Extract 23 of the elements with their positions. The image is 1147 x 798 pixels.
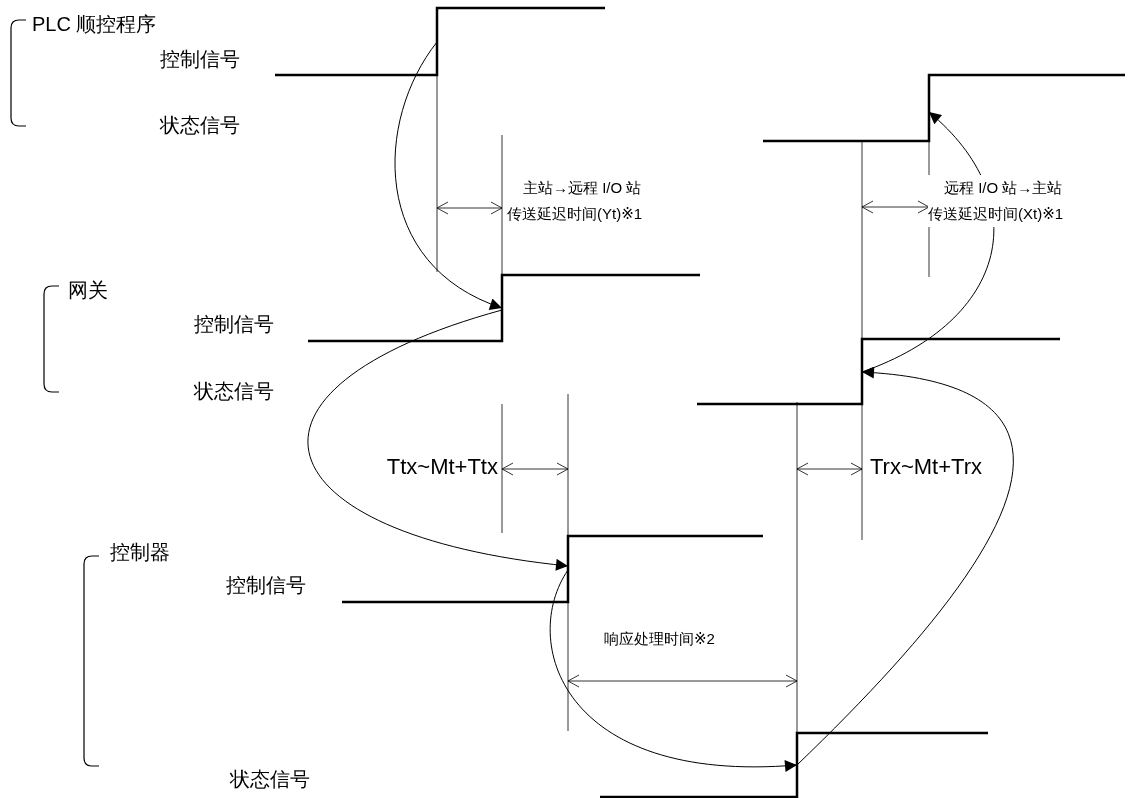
signal-label: 控制信号: [160, 47, 240, 71]
time-annotation: 响应处理时间※2: [604, 629, 716, 649]
signal-waveform: [600, 731, 988, 798]
signal-waveform: [275, 6, 605, 77]
signal-label: 控制信号: [226, 573, 306, 597]
signal-waveform: [342, 534, 763, 604]
curved-arrow: [549, 569, 798, 772]
signal-label: 状态信号: [230, 767, 310, 791]
signal-label: 控制信号: [194, 312, 274, 336]
curved-arrow: [308, 309, 569, 571]
curved-arrow: [796, 367, 1014, 766]
signal-waveform: [308, 273, 700, 343]
group-heading: 网关: [68, 278, 108, 302]
signal-label: 状态信号: [160, 113, 240, 137]
curved-arrow: [394, 41, 503, 309]
time-annotation: 主站→远程 I/O 站传送延迟时间(Yt)※1: [507, 178, 644, 224]
time-annotation: Ttx~Mt+Ttx: [385, 454, 498, 480]
group-heading: 控制器: [110, 540, 170, 564]
signal-waveform: [697, 337, 1060, 406]
time-annotation: Trx~Mt+Trx: [870, 454, 984, 480]
signal-waveform: [763, 73, 1125, 143]
group-heading: PLC 顺控程序: [32, 12, 157, 36]
signal-label: 状态信号: [194, 379, 274, 403]
